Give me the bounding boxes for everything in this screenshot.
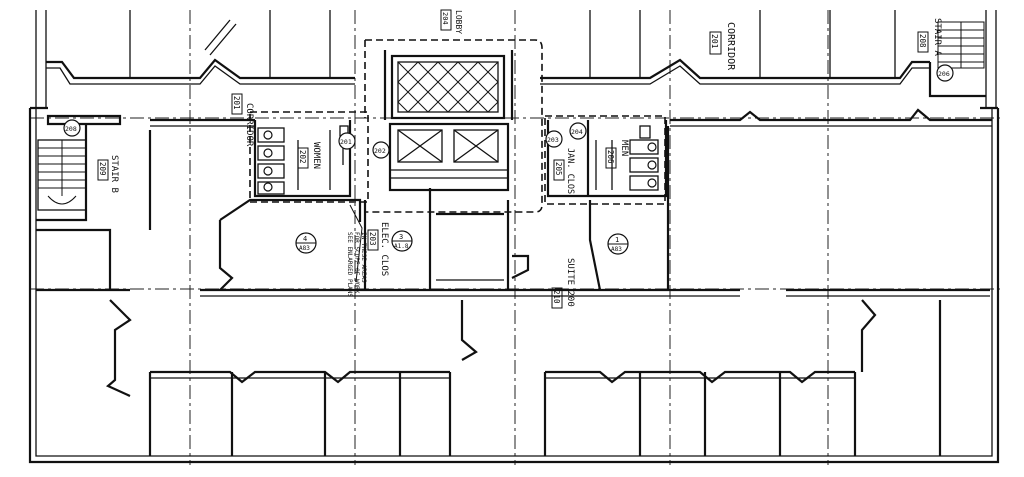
room-number-corridor-left: 201: [232, 96, 241, 110]
lobby-skylight: [383, 50, 514, 120]
door-tag-women: 201: [338, 132, 356, 150]
men-restroom: [546, 120, 668, 198]
center-offices: [36, 126, 990, 297]
svg-text:202: 202: [374, 147, 386, 155]
svg-text:203: 203: [547, 136, 559, 144]
room-number-women: 202: [298, 150, 307, 164]
room-name-men: MEN: [619, 140, 629, 156]
scope-note: SEE ENLARGED PLANS FOR SCOPE OF WORK IN …: [346, 232, 367, 297]
north-corridor-walls: [46, 10, 930, 85]
door-tag-stair-b: 208: [63, 119, 81, 137]
room-name-elec-clos: ELEC. CLOS: [379, 222, 389, 276]
svg-text:201: 201: [340, 138, 352, 146]
corridor-south-wall: [46, 108, 992, 127]
room-name-jan-clos: JAN. CLOS: [565, 148, 575, 194]
stair-a: [928, 21, 986, 98]
door-tag-jan: 203: [545, 130, 563, 148]
room-number-corridor: 201: [710, 34, 719, 49]
scope-note-line-2: FOR SCOPE OF WORK: [353, 232, 360, 294]
room-labels: CORRIDOR 201 CORRIDOR 201 LOBBY 204 STAI…: [97, 9, 942, 309]
room-name-stair-a: STAIR A: [932, 18, 942, 57]
room-number-suite: 210: [552, 290, 561, 304]
scope-note-line-1: SEE ENLARGED PLANS: [346, 232, 353, 297]
section-mark-1: 1 A83: [607, 233, 629, 255]
elevators: [388, 122, 510, 192]
section-mark-number: 3: [399, 233, 403, 241]
door-tag-stair-a: 206: [936, 64, 954, 82]
section-mark-4: 4 A83: [295, 232, 317, 254]
section-mark-sheet: A1.8: [394, 243, 409, 250]
section-mark-number: 1: [615, 236, 619, 244]
room-number-men: 206: [606, 150, 615, 164]
core-outline: [249, 39, 666, 213]
room-number-elec-clos: 203: [368, 232, 377, 246]
door-tag-elec: 202: [372, 141, 390, 159]
section-mark-sheet: A83: [299, 245, 310, 252]
door-tags: 208 206 201 202 203 204: [63, 64, 954, 159]
exterior-walls: [28, 10, 1000, 464]
svg-text:206: 206: [938, 70, 950, 78]
door-tag-men: 204: [569, 122, 587, 140]
section-mark-3: 3 A1.8: [391, 230, 413, 252]
scope-note-line-3: IN THESE AREAS: [360, 232, 367, 283]
section-mark-number: 4: [303, 235, 307, 243]
section-mark-sheet: A83: [611, 246, 622, 253]
room-number-stair-a: 208: [918, 34, 927, 48]
room-number-stair-b: 209: [98, 162, 107, 176]
svg-text:204: 204: [571, 128, 583, 136]
lower-offices: [105, 299, 942, 456]
room-name-corridor-left: CORRIDOR: [244, 103, 254, 147]
room-name-stair-b: STAIR B: [109, 155, 119, 193]
women-restroom: [253, 120, 352, 198]
room-name-suite: SUITE 200: [565, 258, 575, 307]
stair-b: [36, 124, 88, 222]
room-name-women: WOMEN: [311, 142, 321, 169]
svg-text:208: 208: [65, 125, 77, 133]
room-number-jan-clos: 205: [554, 162, 563, 176]
room-name-corridor: CORRIDOR: [725, 22, 736, 71]
room-name-lobby: LOBBY: [454, 10, 463, 34]
room-number-lobby: 204: [441, 12, 449, 25]
